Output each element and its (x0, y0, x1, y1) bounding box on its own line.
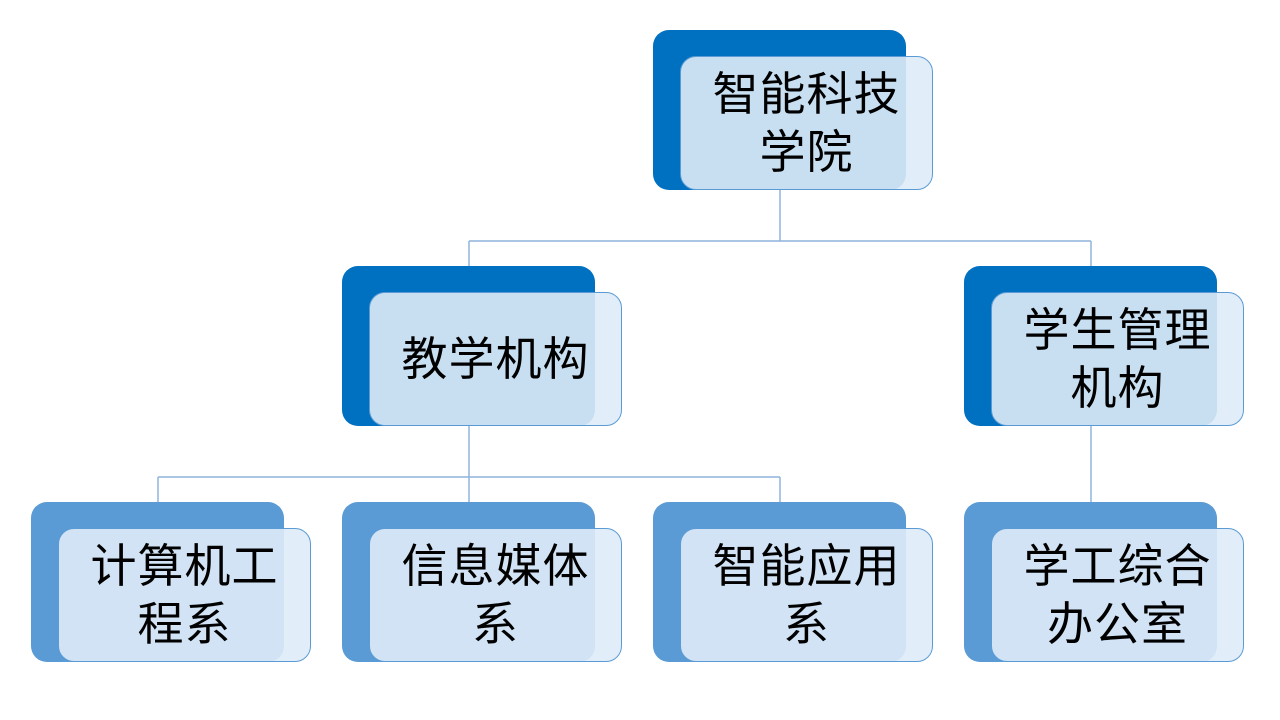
node-office-card: 学工综合办公室 (991, 528, 1244, 662)
node-teaching-label: 教学机构 (401, 332, 590, 386)
node-student-label: 学生管理机构 (1023, 303, 1212, 415)
node-student: 学生管理机构 (964, 266, 1244, 428)
node-media-label: 信息媒体系 (401, 539, 590, 651)
node-office-label: 学工综合办公室 (1023, 539, 1212, 651)
node-root-label: 智能科技学院 (712, 67, 901, 179)
node-computer-label: 计算机工程系 (90, 539, 279, 651)
node-smart-app-label: 智能应用系 (712, 539, 901, 651)
node-computer-card: 计算机工程系 (58, 528, 311, 662)
node-office: 学工综合办公室 (964, 502, 1244, 665)
node-root: 智能科技学院 (653, 30, 933, 192)
node-student-card: 学生管理机构 (991, 292, 1244, 426)
node-root-card: 智能科技学院 (680, 56, 933, 190)
node-smart-app: 智能应用系 (653, 502, 933, 665)
node-teaching-card: 教学机构 (369, 292, 622, 426)
node-smart-app-card: 智能应用系 (680, 528, 933, 662)
node-media-card: 信息媒体系 (369, 528, 622, 662)
node-teaching: 教学机构 (342, 266, 622, 428)
node-media: 信息媒体系 (342, 502, 622, 665)
node-computer: 计算机工程系 (31, 502, 311, 665)
